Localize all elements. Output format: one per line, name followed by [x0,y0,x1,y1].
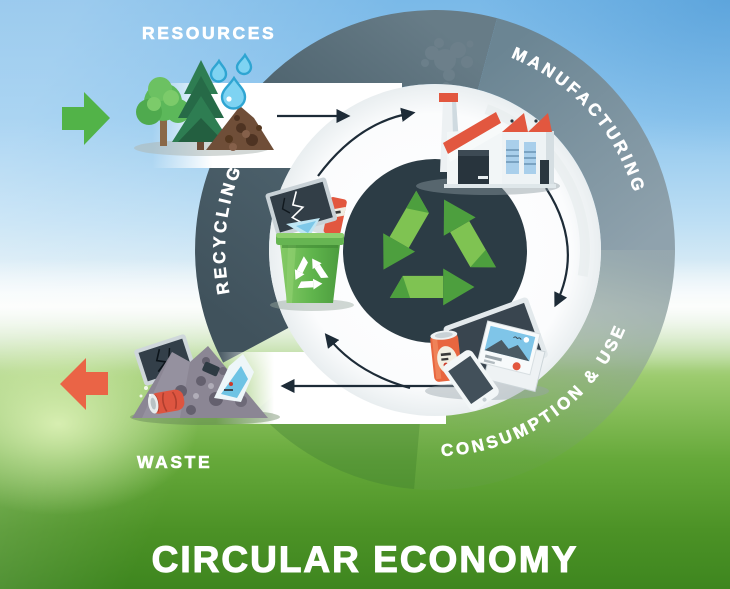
pine-tree-icon [172,60,230,150]
ring-segment-manufacturing [477,18,675,251]
center-circle [343,159,527,343]
flow-arrows [277,107,569,394]
smartphone-icon [443,350,499,411]
paper-scrap-fold [296,221,316,233]
arrow-to-consumption [545,187,569,308]
water-drop-icon [209,52,253,110]
resources-label: RESOURCES [142,23,276,43]
paper-boat-icon [214,354,254,402]
waste-pile-illustration [130,334,280,425]
recycle-bin-icon [276,233,344,303]
soil-icon [206,106,274,151]
page-title: CIRCULAR ECONOMY [152,539,579,580]
recycle-bin-illustration [265,177,354,311]
arrow-to-recycling [324,333,411,390]
smoke-icon [421,38,474,90]
consumption-devices-illustration [425,297,549,411]
sparkle-icon [139,386,152,398]
photo-icon [476,320,546,393]
factory-icon [416,93,560,195]
ring-segment-consumption [414,249,675,490]
arrow-to-manufacturing [317,107,416,177]
tree-icon [136,77,190,146]
green-input-arrow-icon [62,92,110,145]
waste-label: WASTE [137,452,212,472]
crushed-can-icon [148,389,185,414]
resources-illustration [134,52,274,156]
orange-output-arrow-icon [60,358,108,410]
